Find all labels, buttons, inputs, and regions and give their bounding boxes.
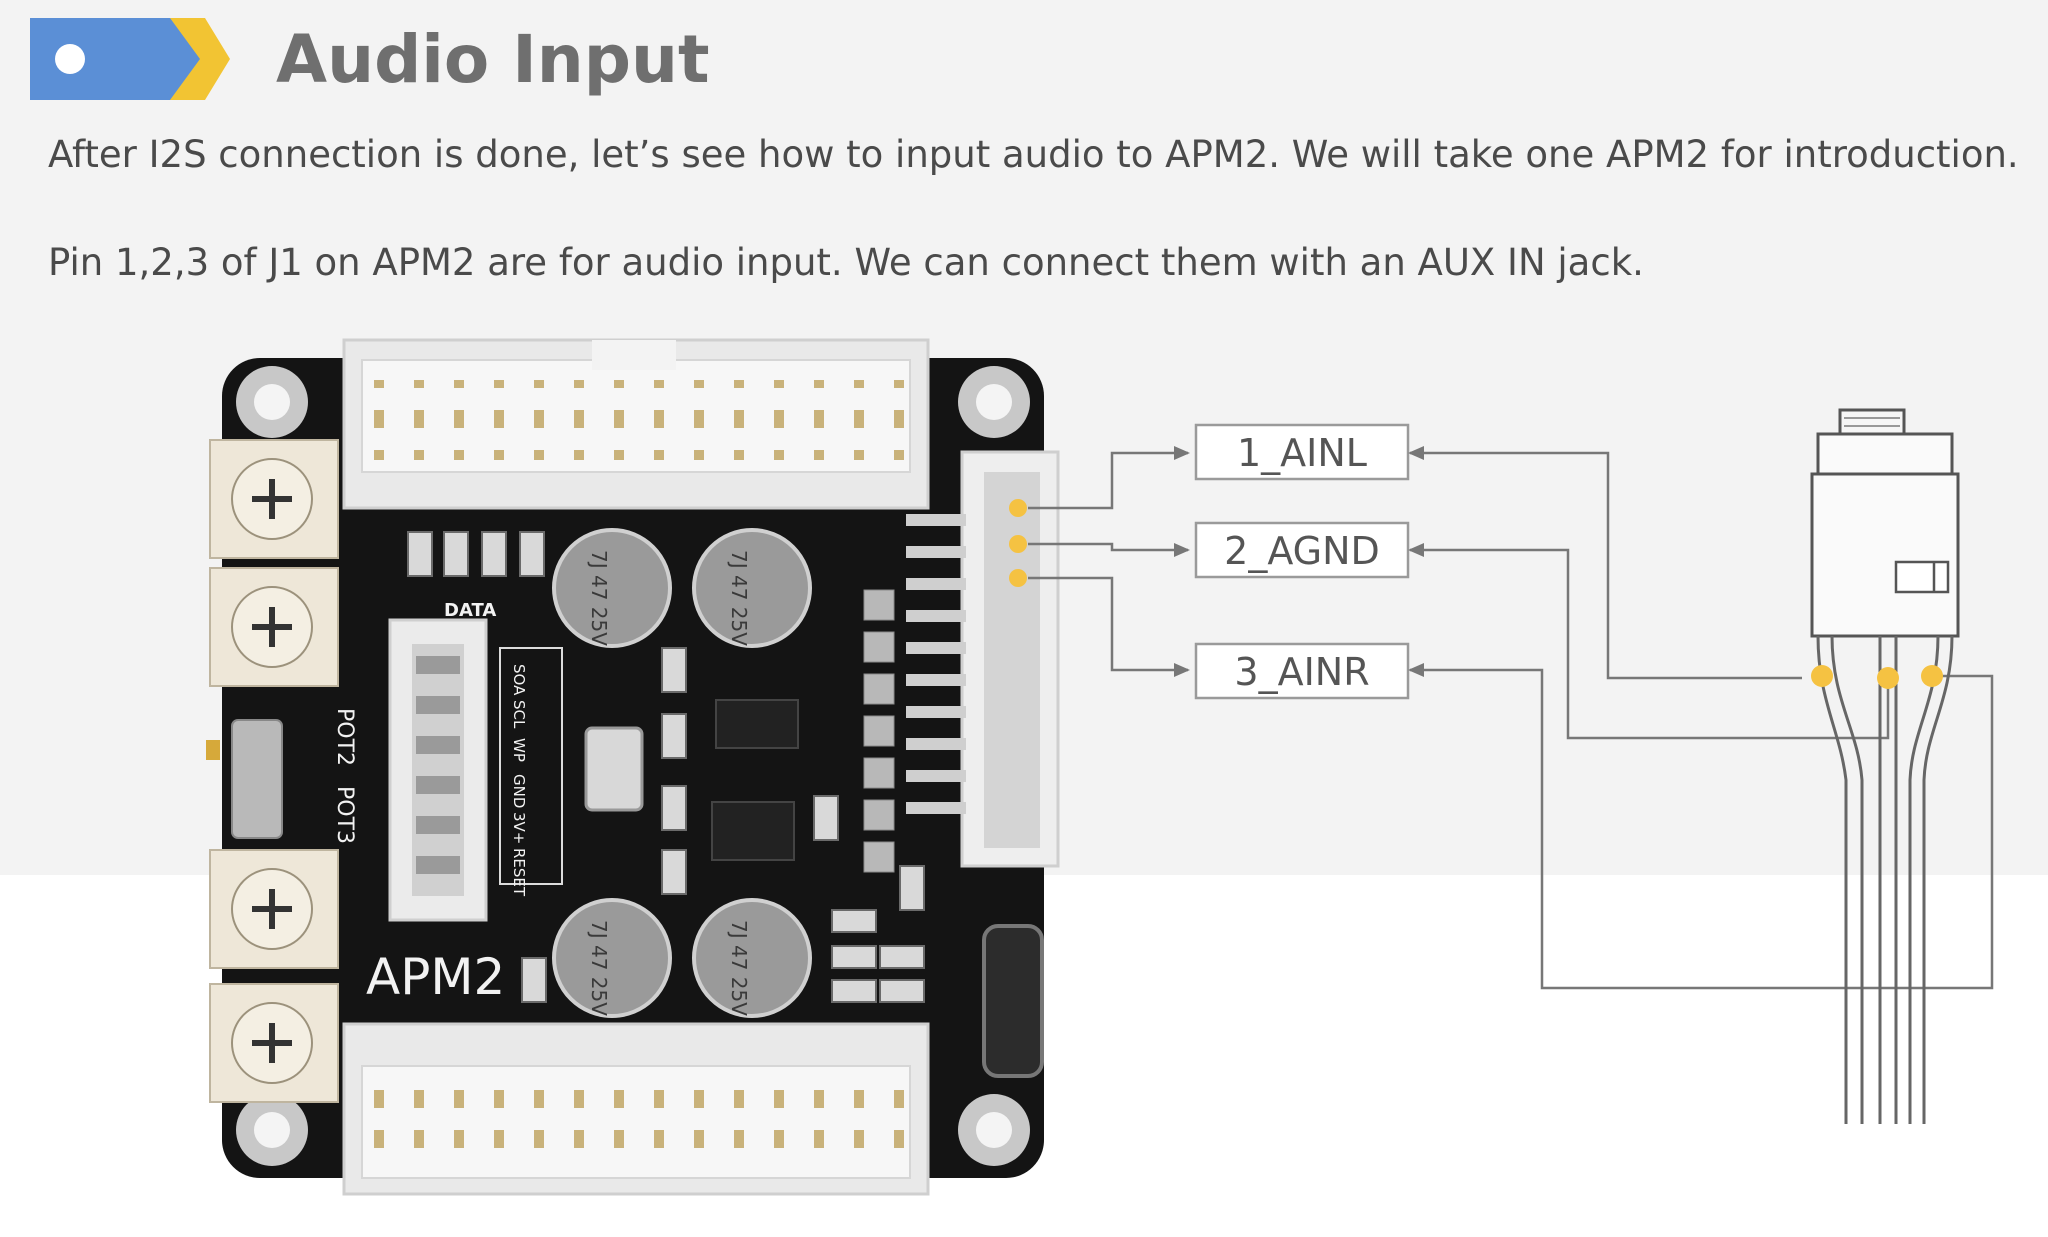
side-connector [388, 618, 488, 922]
j1-connector [906, 450, 1060, 868]
title-banner-icon [30, 18, 230, 100]
intro-paragraph: After I2S connection is done, let’s see … [48, 133, 2019, 176]
header-pin-labels: SOA SCL WP GND 3V+ RESET [499, 647, 563, 897]
svg-text:7J 47 25V: 7J 47 25V [587, 550, 611, 646]
pin-label-3: 3_AINR [1194, 642, 1410, 700]
mode-switch[interactable] [231, 719, 283, 839]
svg-text:SCL: SCL [510, 700, 528, 729]
pin-description-paragraph: Pin 1,2,3 of J1 on APM2 are for audio in… [48, 241, 1644, 284]
potentiometers [209, 439, 339, 1103]
svg-text:WP: WP [510, 738, 528, 762]
svg-text:3_AINR: 3_AINR [1234, 650, 1369, 694]
svg-text:7J 47 25V: 7J 47 25V [727, 920, 751, 1016]
pin-label-2: 2_AGND [1194, 521, 1410, 579]
pin-label-1: 1_AINL [1194, 423, 1410, 481]
pot2-label: POT2 [332, 708, 357, 766]
svg-text:SOA: SOA [510, 664, 528, 696]
svg-text:7J 47 25V: 7J 47 25V [727, 550, 751, 646]
svg-text:3V+: 3V+ [510, 812, 528, 844]
j1-pin3-pad [1009, 569, 1027, 587]
page-title: Audio Input [276, 21, 710, 98]
regulator-chip [711, 801, 795, 861]
svg-text:RESET: RESET [510, 848, 528, 897]
jack-right-pad [1921, 665, 1943, 687]
svg-text:GND: GND [510, 774, 528, 808]
ic-chip [715, 699, 799, 749]
j1-wires [1028, 446, 1190, 677]
aux-in-jack-icon [1810, 408, 1960, 1124]
svg-text:1_AINL: 1_AINL [1237, 431, 1367, 475]
j1-pin1-pad [1009, 499, 1027, 517]
svg-text:7J 47 25V: 7J 47 25V [587, 920, 611, 1016]
apm2-board: POT2 POT3 DATA SOA SCL WP GND 3V+ RESET [206, 338, 1060, 1196]
micro-usb-port[interactable] [982, 924, 1044, 1078]
jack-wires [1408, 446, 1994, 990]
board-name: APM2 [366, 948, 505, 1006]
smd-components [407, 531, 925, 1003]
svg-text:2_AGND: 2_AGND [1224, 529, 1380, 573]
bottom-box-header [342, 1022, 930, 1196]
top-box-header [342, 338, 930, 510]
j1-pin2-pad [1009, 535, 1027, 553]
jack-ground-pad [1877, 667, 1899, 689]
reset-button[interactable] [584, 726, 644, 812]
mounting-holes [236, 366, 1030, 1166]
inductors [863, 589, 895, 873]
data-label: DATA [444, 600, 496, 621]
capacitors: 7J 47 25V 7J 47 25V 7J 47 25V 7J 47 25V [552, 528, 812, 1018]
pot3-label: POT3 [332, 786, 357, 844]
jack-left-pad [1811, 665, 1833, 687]
